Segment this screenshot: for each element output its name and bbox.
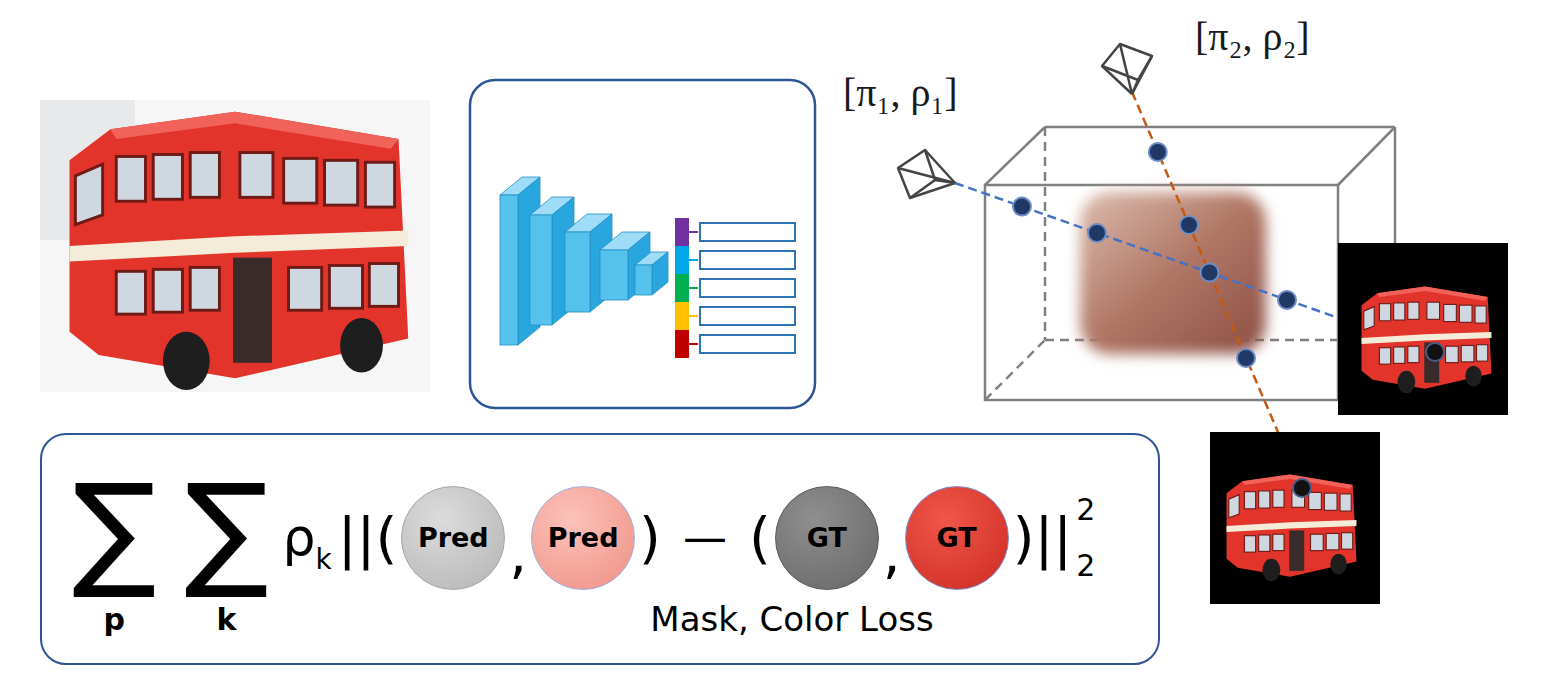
sample-point: [1237, 349, 1255, 367]
layer-side: [652, 252, 668, 295]
feature-segment: [675, 246, 689, 274]
box-hidden-edge: [985, 340, 1045, 400]
camera-parameters: [π₁, ρ₁]: [843, 70, 958, 116]
summation-index: p: [103, 603, 124, 638]
output-head: [700, 223, 795, 241]
pixel-point: [1426, 343, 1444, 361]
prediction-color-circle: Pred: [531, 486, 635, 590]
ground-truth-mask-circle: GT: [775, 486, 879, 590]
head-arrow: [689, 287, 698, 289]
head-arrow: [689, 231, 698, 233]
weight-symbol: ρ: [282, 508, 315, 568]
summation-index: k: [216, 603, 236, 638]
feature-segment: [675, 274, 689, 302]
circle-label: GT: [937, 522, 977, 553]
output-head: [700, 251, 795, 269]
norm-subscript: 2: [1076, 549, 1095, 584]
mask-background: [1210, 432, 1380, 604]
bracket: ): [639, 506, 661, 570]
layer-front: [530, 215, 552, 325]
circle-label: GT: [807, 522, 847, 553]
feature-segment: [675, 330, 689, 358]
comma: ,: [883, 522, 901, 586]
head-arrow: [689, 343, 698, 345]
cnn-panel: [470, 80, 815, 408]
feature-segment: [675, 218, 689, 246]
sample-point: [1149, 143, 1167, 161]
head-arrow: [689, 259, 698, 261]
camera-ray: [1132, 92, 1302, 488]
layer-front: [635, 265, 652, 295]
summation-sign: ∑: [72, 458, 156, 602]
camera-edge: [898, 168, 955, 183]
bus-image: [70, 112, 409, 390]
camera-icon: [898, 150, 955, 198]
circle-label: Pred: [418, 522, 489, 553]
box-edge: [985, 127, 1045, 185]
mask-view: [1210, 432, 1380, 604]
pixel-point: [1293, 479, 1311, 497]
reconstructed-shape: [1080, 192, 1266, 354]
weight-subscript: k: [315, 544, 331, 576]
sample-point: [1278, 291, 1296, 309]
photo-background: [40, 100, 430, 392]
mask-background: [1338, 243, 1508, 415]
mask-view: [1338, 243, 1508, 415]
layer-front: [600, 250, 628, 300]
output-head: [700, 335, 795, 353]
minus-sign: —: [683, 513, 727, 564]
head-arrows: [689, 232, 698, 344]
norm-bracket: ||(: [338, 506, 398, 570]
box-edge: [1338, 127, 1395, 185]
circle-label: Pred: [548, 522, 619, 553]
layer-front: [500, 195, 518, 345]
sample-point: [1201, 264, 1219, 282]
camera-edge: [1132, 80, 1138, 94]
camera-edge: [1132, 56, 1152, 94]
camera-edge: [1120, 44, 1132, 94]
output-head: [700, 279, 795, 297]
feature-segment: [675, 302, 689, 330]
bracket: (: [749, 506, 771, 570]
prediction-mask-circle: Pred: [401, 486, 505, 590]
head-arrow: [689, 315, 698, 317]
sample-point: [1180, 216, 1198, 234]
loss-caption: Mask, Color Loss: [650, 600, 933, 639]
volume-box: [985, 127, 1395, 400]
box-edge: [1045, 126, 1395, 129]
cnn-frame: [470, 80, 815, 408]
box-hidden-edge: [1044, 127, 1047, 340]
output-heads: [700, 223, 795, 353]
sample-point: [1013, 198, 1031, 216]
sample-point: [1088, 224, 1106, 242]
ground-truth-color-circle: GT: [905, 486, 1009, 590]
norm-bracket: )||: [1013, 506, 1073, 570]
layer-front: [565, 232, 590, 312]
box-front-face: [985, 185, 1338, 400]
comma: ,: [509, 522, 527, 586]
cnn-layers: [500, 177, 668, 345]
mask-bus: [1227, 474, 1357, 581]
norm-exponent: 2: [1076, 493, 1095, 528]
mask-bus: [1362, 286, 1492, 393]
camera-edge: [935, 180, 955, 183]
bus-photo: [40, 100, 430, 392]
output-head: [700, 307, 795, 325]
camera-edge: [925, 150, 955, 183]
camera-parameters: [π₂, ρ₂]: [1195, 14, 1310, 60]
summation-sign: ∑: [184, 458, 268, 602]
camera-icon: [1102, 44, 1152, 94]
loss-box: ∑p∑kρk||(,)—(,)||22Mask, Color LossPredP…: [40, 433, 1160, 665]
sample-points: [1013, 143, 1296, 367]
camera-edge: [910, 183, 955, 198]
